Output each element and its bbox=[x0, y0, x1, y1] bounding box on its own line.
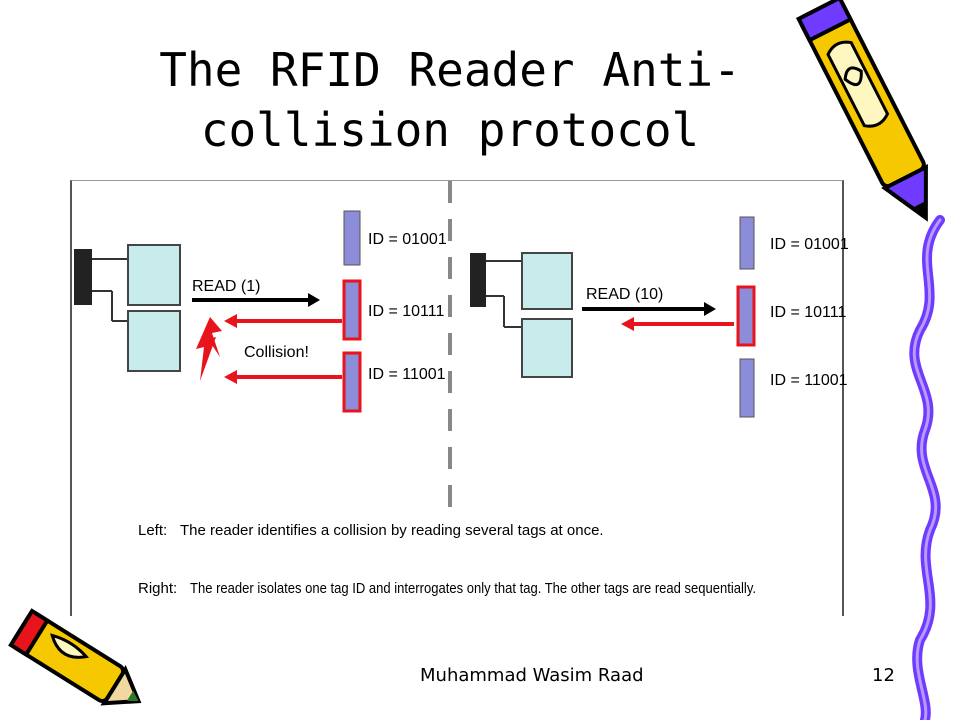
tag-right-1-id: ID = 01001 bbox=[770, 236, 849, 253]
tag-left-1-id: ID = 01001 bbox=[368, 231, 447, 248]
reader-screen-right-top bbox=[521, 252, 573, 310]
tag-right-3 bbox=[739, 358, 755, 418]
reader-antenna-right bbox=[470, 253, 486, 307]
squiggle-decoration bbox=[909, 215, 945, 720]
page-number: 12 bbox=[872, 665, 895, 686]
tag-right-3-id: ID = 11001 bbox=[770, 372, 848, 389]
footer-author: Muhammad Wasim Raad bbox=[420, 665, 644, 686]
slide-title-line1: The RFID Reader Anti- bbox=[159, 43, 741, 97]
tag-right-1 bbox=[739, 216, 755, 270]
reader-screen-right-bottom bbox=[521, 318, 573, 378]
caption-right-prefix: Right: bbox=[138, 580, 177, 597]
read-command-left: READ (1) bbox=[192, 278, 260, 295]
reader-lines-left bbox=[92, 258, 128, 322]
tag-right-2 bbox=[736, 285, 756, 347]
tag-left-1 bbox=[343, 210, 361, 266]
tag-left-3 bbox=[342, 351, 362, 413]
read-command-right: READ (10) bbox=[586, 286, 663, 303]
tag-left-2-id: ID = 10111 bbox=[368, 303, 444, 320]
diagram-canvas: READ (1) Collision! ID = 01001 ID = 1011… bbox=[74, 181, 849, 597]
tag-left-2 bbox=[342, 279, 362, 341]
caption-left-text: The reader identifies a collision by rea… bbox=[180, 522, 604, 539]
anti-collision-diagram: READ (1) Collision! ID = 01001 ID = 1011… bbox=[70, 180, 849, 616]
tag-right-2-id: ID = 10111 bbox=[770, 304, 846, 321]
slide-title: The RFID Reader Anti- collision protocol bbox=[70, 40, 830, 160]
reader-screen-left-top bbox=[127, 244, 181, 306]
slide-title-line2: collision protocol bbox=[200, 103, 700, 157]
reader-antenna-left bbox=[74, 249, 92, 305]
reader-screen-left-bottom bbox=[127, 310, 181, 372]
tag-left-3-id: ID = 11001 bbox=[368, 366, 446, 383]
pencil-clipart-bottom-left bbox=[8, 608, 142, 706]
caption-left-prefix: Left: bbox=[138, 522, 167, 539]
pencil-clipart-top-right bbox=[795, 0, 928, 222]
reader-lines-right bbox=[486, 260, 522, 328]
caption-right-text: The reader isolates one tag ID and inter… bbox=[190, 580, 756, 597]
collision-lightning-icon bbox=[196, 317, 222, 381]
collision-label: Collision! bbox=[244, 344, 309, 361]
